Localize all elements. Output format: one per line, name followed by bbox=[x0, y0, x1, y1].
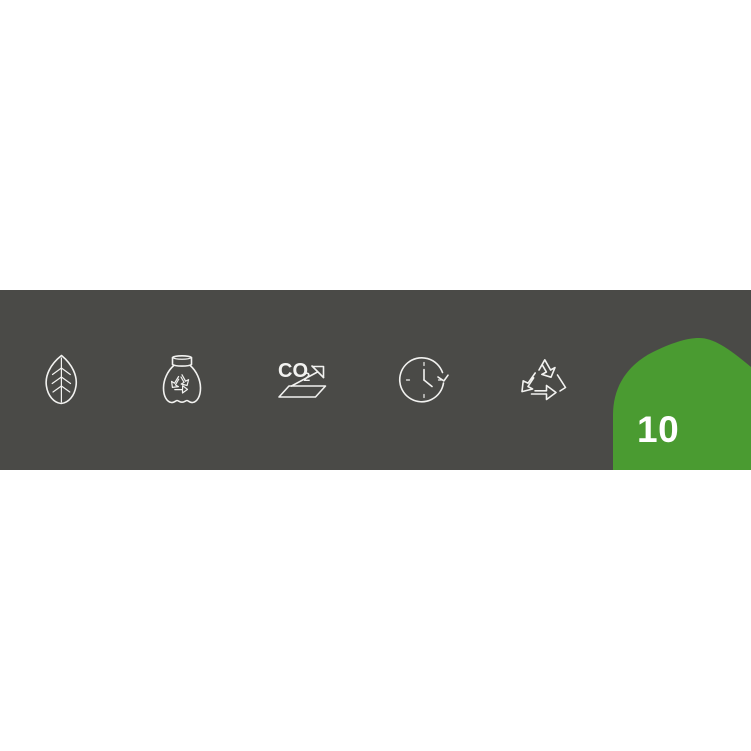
icon-row: CO 2 bbox=[0, 290, 614, 470]
badge-value: 10 bbox=[637, 409, 680, 450]
badge-shape bbox=[613, 338, 751, 470]
badge-blob[interactable]: 10 bbox=[605, 325, 751, 470]
co2-label: CO bbox=[278, 360, 308, 382]
recycle-icon[interactable] bbox=[484, 290, 605, 470]
co2-reduction-icon[interactable]: CO 2 bbox=[242, 290, 363, 470]
leaf-icon[interactable] bbox=[0, 290, 121, 470]
clock-history-icon[interactable] bbox=[363, 290, 484, 470]
recycled-material-bag-icon[interactable] bbox=[121, 290, 242, 470]
